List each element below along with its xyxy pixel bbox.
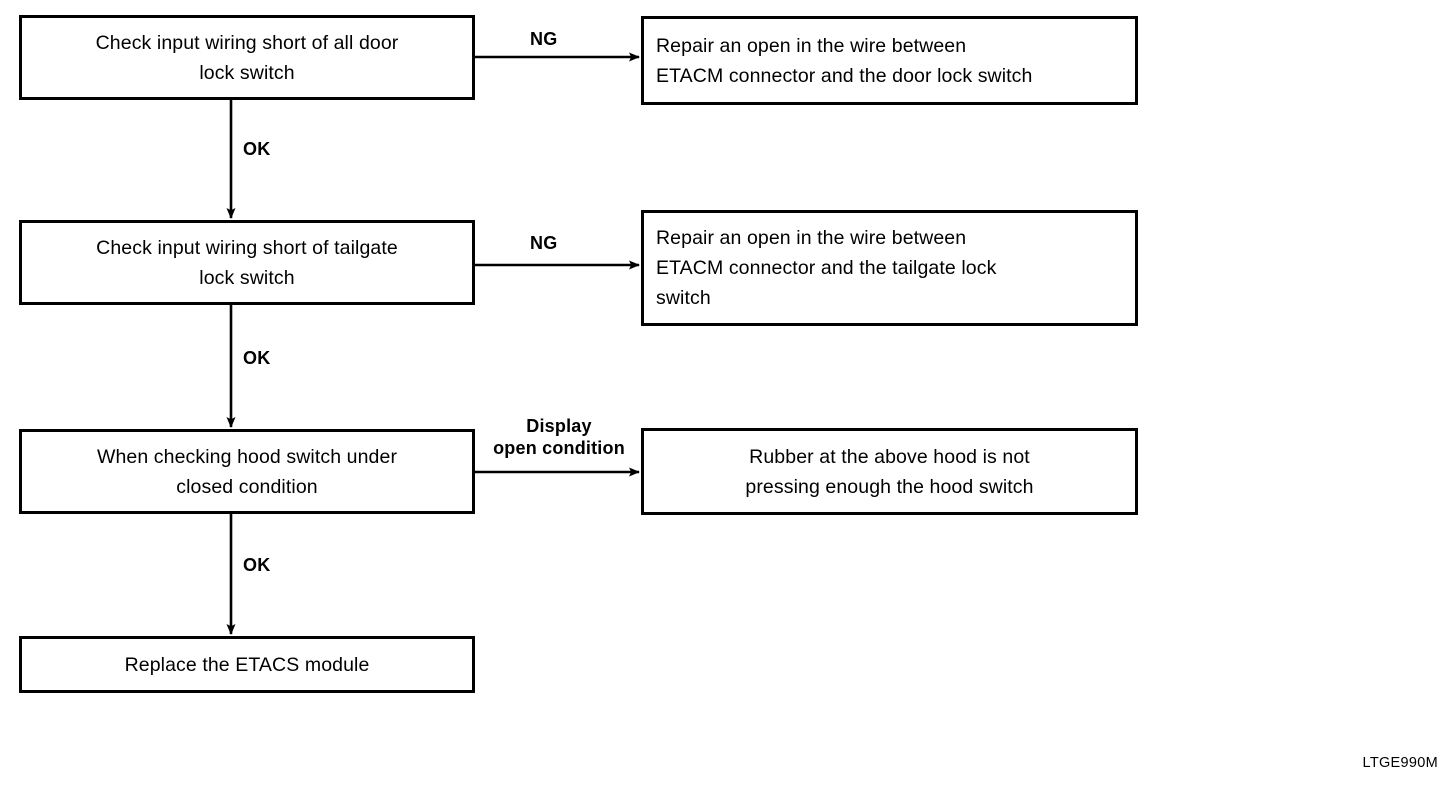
node-check-door-lock-switch: Check input wiring short of all door loc… xyxy=(19,15,475,100)
edge-label-ng-door-lock: NG xyxy=(530,29,558,49)
node-repair-tailgate-wire-text: Repair an open in the wire between ETACM… xyxy=(656,227,997,309)
node-check-door-lock-switch-text: Check input wiring short of all door loc… xyxy=(95,31,399,84)
node-repair-door-lock-wire: Repair an open in the wire between ETACM… xyxy=(641,16,1138,105)
edge-label-ok-door-lock: OK xyxy=(243,139,271,159)
node-replace-etacs-module: Replace the ETACS module xyxy=(19,636,475,693)
edge-label-ng-tailgate: NG xyxy=(530,233,558,253)
node-rubber-hood-switch-text: Rubber at the above hood is not pressing… xyxy=(745,445,1034,498)
node-check-tailgate-lock-switch: Check input wiring short of tailgate loc… xyxy=(19,220,475,305)
figure-code: LTGE990M xyxy=(1362,755,1438,771)
node-check-tailgate-lock-switch-text: Check input wiring short of tailgate loc… xyxy=(96,236,398,289)
edge-label-ok-hood: OK xyxy=(243,555,271,575)
edge-label-display-open-condition: Display open condition xyxy=(493,416,625,458)
node-repair-tailgate-wire: Repair an open in the wire between ETACM… xyxy=(641,210,1138,326)
edge-label-ok-tailgate: OK xyxy=(243,348,271,368)
node-replace-etacs-module-text: Replace the ETACS module xyxy=(124,653,370,676)
node-check-hood-switch: When checking hood switch under closed c… xyxy=(19,429,475,514)
node-check-hood-switch-text: When checking hood switch under closed c… xyxy=(96,445,398,498)
node-rubber-hood-switch: Rubber at the above hood is not pressing… xyxy=(641,428,1138,515)
node-repair-door-lock-wire-text: Repair an open in the wire between ETACM… xyxy=(656,34,1033,87)
